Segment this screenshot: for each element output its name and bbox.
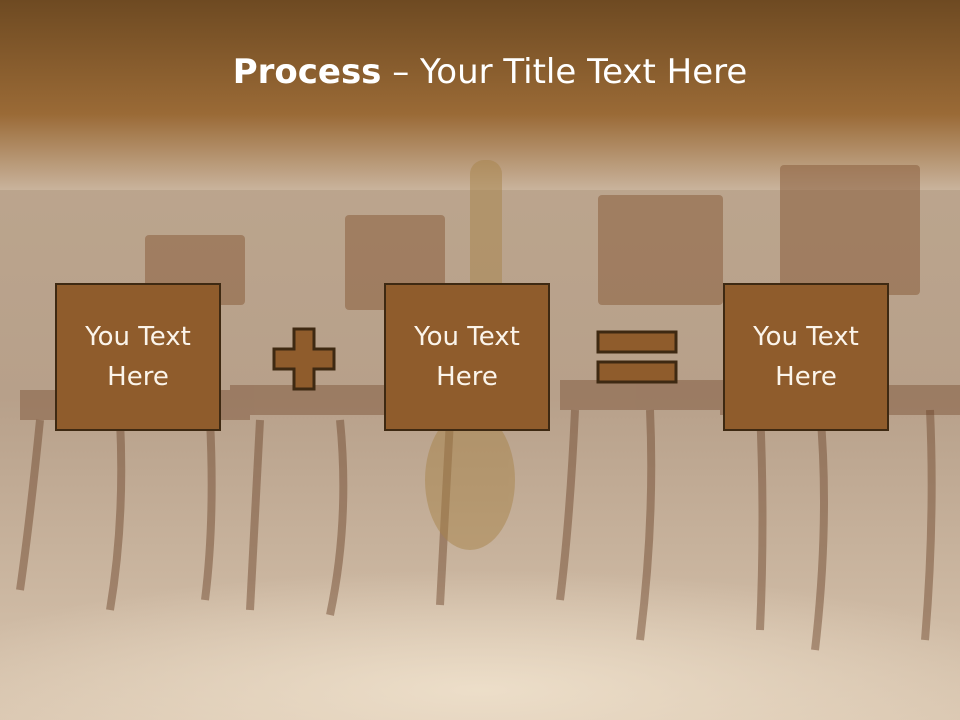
equals-icon <box>596 330 678 384</box>
text-box-1-label: You Text Here <box>85 322 191 392</box>
text-box-1[interactable]: You Text Here <box>55 283 221 431</box>
title-bold: Process <box>232 52 382 92</box>
title-rest: – Your Title Text Here <box>381 52 748 92</box>
text-box-2-label: You Text Here <box>414 322 520 392</box>
text-box-3[interactable]: You Text Here <box>723 283 889 431</box>
plus-icon <box>272 327 336 391</box>
text-box-3-label: You Text Here <box>753 322 859 392</box>
slide-title: Process – Your Title Text Here <box>0 52 960 92</box>
text-box-2[interactable]: You Text Here <box>384 283 550 431</box>
